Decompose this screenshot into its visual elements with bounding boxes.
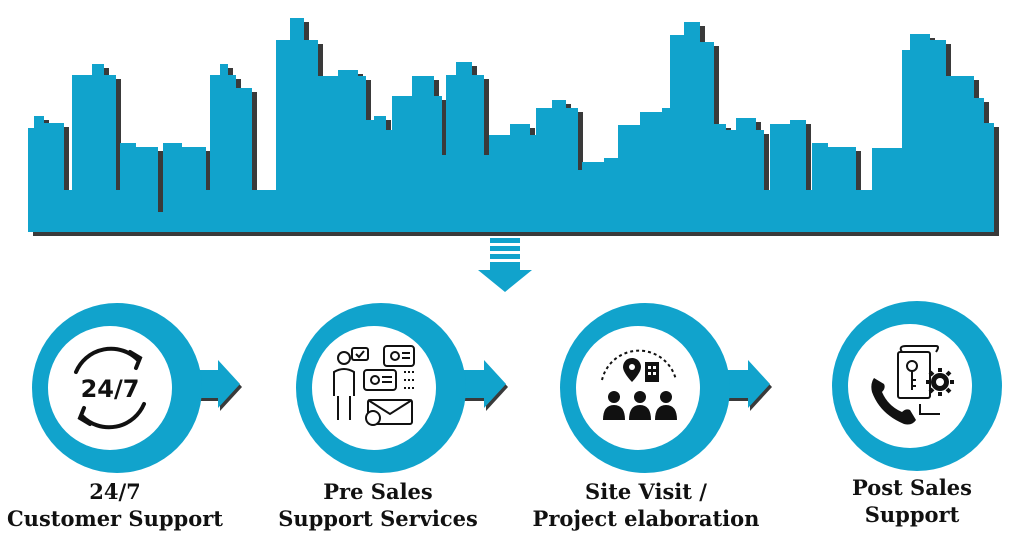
step-4-label-line1: Post Sales <box>851 475 972 500</box>
step-2-label-line1: Pre Sales <box>323 479 433 504</box>
step-4-label: Post Sales Support <box>782 474 1024 528</box>
clock-24-7-icon <box>74 346 146 430</box>
step-2-label: Pre Sales Support Services <box>248 478 508 532</box>
step-3-label: Site Visit / Project elaboration <box>516 478 776 532</box>
step-1-label-line1: 24/7 <box>89 479 141 504</box>
step-2-connector-arrow-fill <box>462 360 506 408</box>
down-arrow-icon <box>478 238 532 292</box>
clock-badge-text: 24/7 <box>81 375 140 403</box>
step-1-connector-arrow-fill <box>196 360 240 408</box>
step-3-label-line2: Project elaboration <box>532 506 760 531</box>
phone-document-gear-icon <box>871 345 954 425</box>
step-3-connector-arrow-fill <box>726 360 770 408</box>
step-2-label-line2: Support Services <box>278 506 478 531</box>
step-1-label: 24/7 Customer Support <box>0 478 245 532</box>
site-visit-team-icon <box>601 349 677 420</box>
step-4-label-line2: Support <box>864 502 960 527</box>
step-3-label-line1: Site Visit / <box>585 479 707 504</box>
step-1-node: 24/7 <box>32 303 242 473</box>
consultant-chat-icon <box>333 345 415 426</box>
step-3-node <box>560 303 772 473</box>
city-skyline-banner <box>28 18 999 236</box>
skyline <box>28 18 994 232</box>
step-4-node <box>832 301 1002 471</box>
step-2-node <box>296 303 508 473</box>
step-1-label-line2: Customer Support <box>6 506 224 531</box>
